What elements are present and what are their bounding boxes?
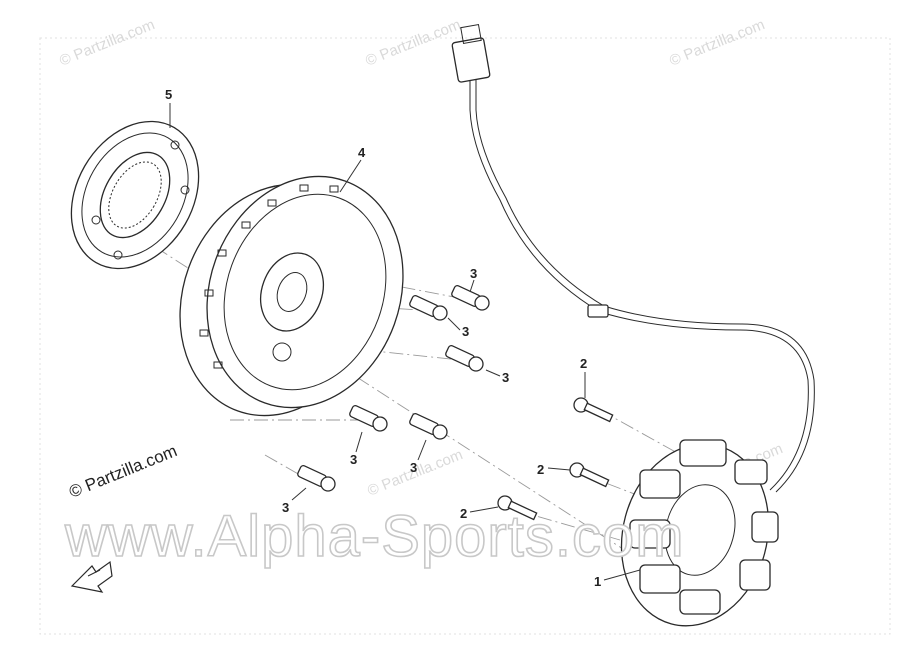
watermark-partzilla-main: © Partzilla.com xyxy=(66,441,179,502)
screw-1[interactable] xyxy=(451,284,490,311)
callout-screw-f: 3 xyxy=(282,500,289,515)
callout-bolt-a: 2 xyxy=(580,356,587,371)
watermark-partzilla-2: © Partzilla.com xyxy=(363,16,463,70)
callout-bolt-c: 2 xyxy=(460,506,467,521)
screw-4[interactable] xyxy=(349,404,388,432)
bolt-2[interactable] xyxy=(569,462,610,488)
leader-lines xyxy=(169,103,641,581)
screw-group xyxy=(297,284,490,492)
screw-2[interactable] xyxy=(409,294,448,321)
screw-6[interactable] xyxy=(297,464,336,492)
callout-screw-a: 3 xyxy=(470,266,477,281)
callout-flywheel: 4 xyxy=(358,145,366,160)
screw-3[interactable] xyxy=(445,344,484,372)
callout-stator: 1 xyxy=(594,574,601,589)
starter-clutch-part[interactable] xyxy=(46,98,224,291)
callout-screw-b: 3 xyxy=(462,324,469,339)
callout-screw-e: 3 xyxy=(410,460,417,475)
bolt-1[interactable] xyxy=(573,397,614,423)
wire-connector-icon xyxy=(451,37,491,83)
callout-screw-d: 3 xyxy=(350,452,357,467)
flywheel-rotor-part[interactable] xyxy=(148,149,434,444)
diagram-frame xyxy=(39,37,891,635)
callout-bolt-b: 2 xyxy=(537,462,544,477)
screw-5[interactable] xyxy=(409,412,448,440)
watermark-dealer-banner: www.Alpha-Sports.com xyxy=(64,504,685,569)
front-direction-arrow-icon xyxy=(70,560,113,593)
stator-part[interactable] xyxy=(451,23,815,643)
watermark-partzilla-1: © Partzilla.com xyxy=(57,16,157,70)
callout-starter-clutch: 5 xyxy=(165,87,172,102)
watermark-partzilla-3: © Partzilla.com xyxy=(667,16,767,70)
bolt-3[interactable] xyxy=(497,495,538,521)
callout-screw-c: 3 xyxy=(502,370,509,385)
bolt-group xyxy=(497,397,614,521)
